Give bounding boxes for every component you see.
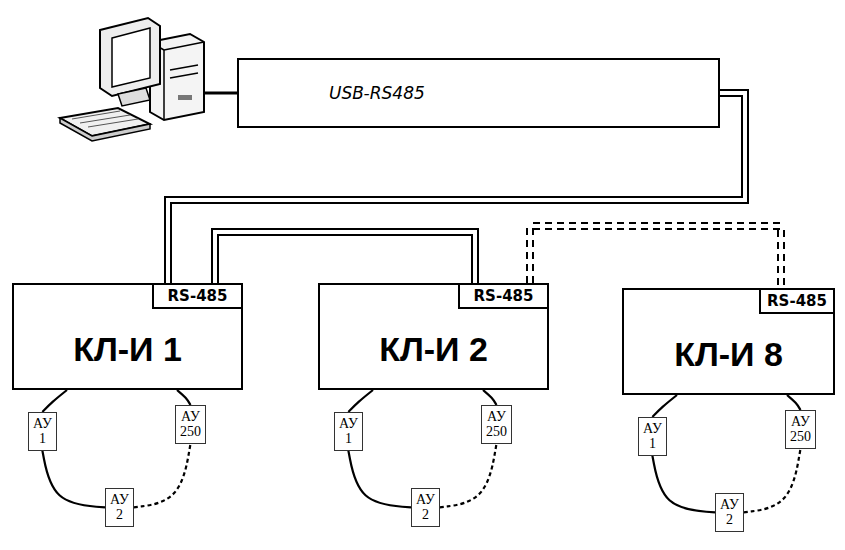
loop-wire [348,451,411,508]
loop-line [348,390,373,412]
node-text: RS-485 [168,287,228,305]
node-text: RS-485 [767,292,827,310]
loop-line [787,395,801,410]
controller-box: КЛ-И 2 RS-485 [318,283,549,390]
controller-box: КЛ-И 1 RS-485 [12,283,243,390]
cable-inner [215,232,475,283]
node-text: АУ 2 [110,492,129,523]
loop-line [440,444,497,508]
loop-line [744,449,801,513]
loop-line [652,395,677,417]
node-text: АУ 250 [180,409,201,440]
loop-line [652,456,715,513]
pc-monitor [100,18,160,106]
address-device: АУ 250 [175,405,206,444]
loop-wire [652,456,715,513]
node-text: АУ 1 [643,421,662,452]
node-text: АУ 2 [720,497,739,528]
converter-box: USB-RS485 [237,58,720,128]
loop-line [134,444,191,508]
port-label-box: RS-485 [458,283,549,309]
cable-outer [530,226,781,288]
node-text: КЛ-И 1 [73,330,182,369]
node-text: АУ 250 [486,409,507,440]
node-text: КЛ-И 2 [379,330,488,369]
loop-wire [348,390,373,412]
address-device: АУ 250 [481,405,512,444]
loop-wire [744,449,801,513]
cable-outer [215,232,475,283]
node-text: RS-485 [474,287,534,305]
address-device: АУ 2 [105,488,134,527]
loop-line [483,390,497,405]
loop-wire [177,390,191,405]
node-text: АУ 2 [416,492,435,523]
node-text: USB-RS485 [329,83,425,103]
node-text: АУ 1 [339,416,358,447]
loop-wire [134,444,191,508]
loop-wire [483,390,497,405]
loop-line [42,390,67,412]
loop-wire [42,390,67,412]
loop-line [348,451,411,508]
address-device: АУ 1 [28,412,57,451]
loop-wire [42,451,105,508]
loop-line [177,390,191,405]
node-text: КЛ-И 8 [674,335,783,374]
node-text: АУ 250 [790,414,811,445]
rs485-cable [215,232,475,283]
loop-wire [787,395,801,410]
address-device: АУ 2 [411,488,440,527]
loop-line [42,451,105,508]
pc-keyboard [60,108,150,141]
node-text: АУ 1 [33,416,52,447]
controller-box: КЛ-И 8 RS-485 [622,288,835,395]
address-device: АУ 2 [715,493,744,532]
address-device: АУ 250 [785,410,816,449]
rs485-cable [530,226,781,288]
address-device: АУ 1 [638,417,667,456]
address-device: АУ 1 [334,412,363,451]
loop-wire [440,444,497,508]
loop-wire [652,395,677,417]
cable-inner [530,226,781,288]
port-label-box: RS-485 [759,288,835,314]
port-label-box: RS-485 [152,283,243,309]
